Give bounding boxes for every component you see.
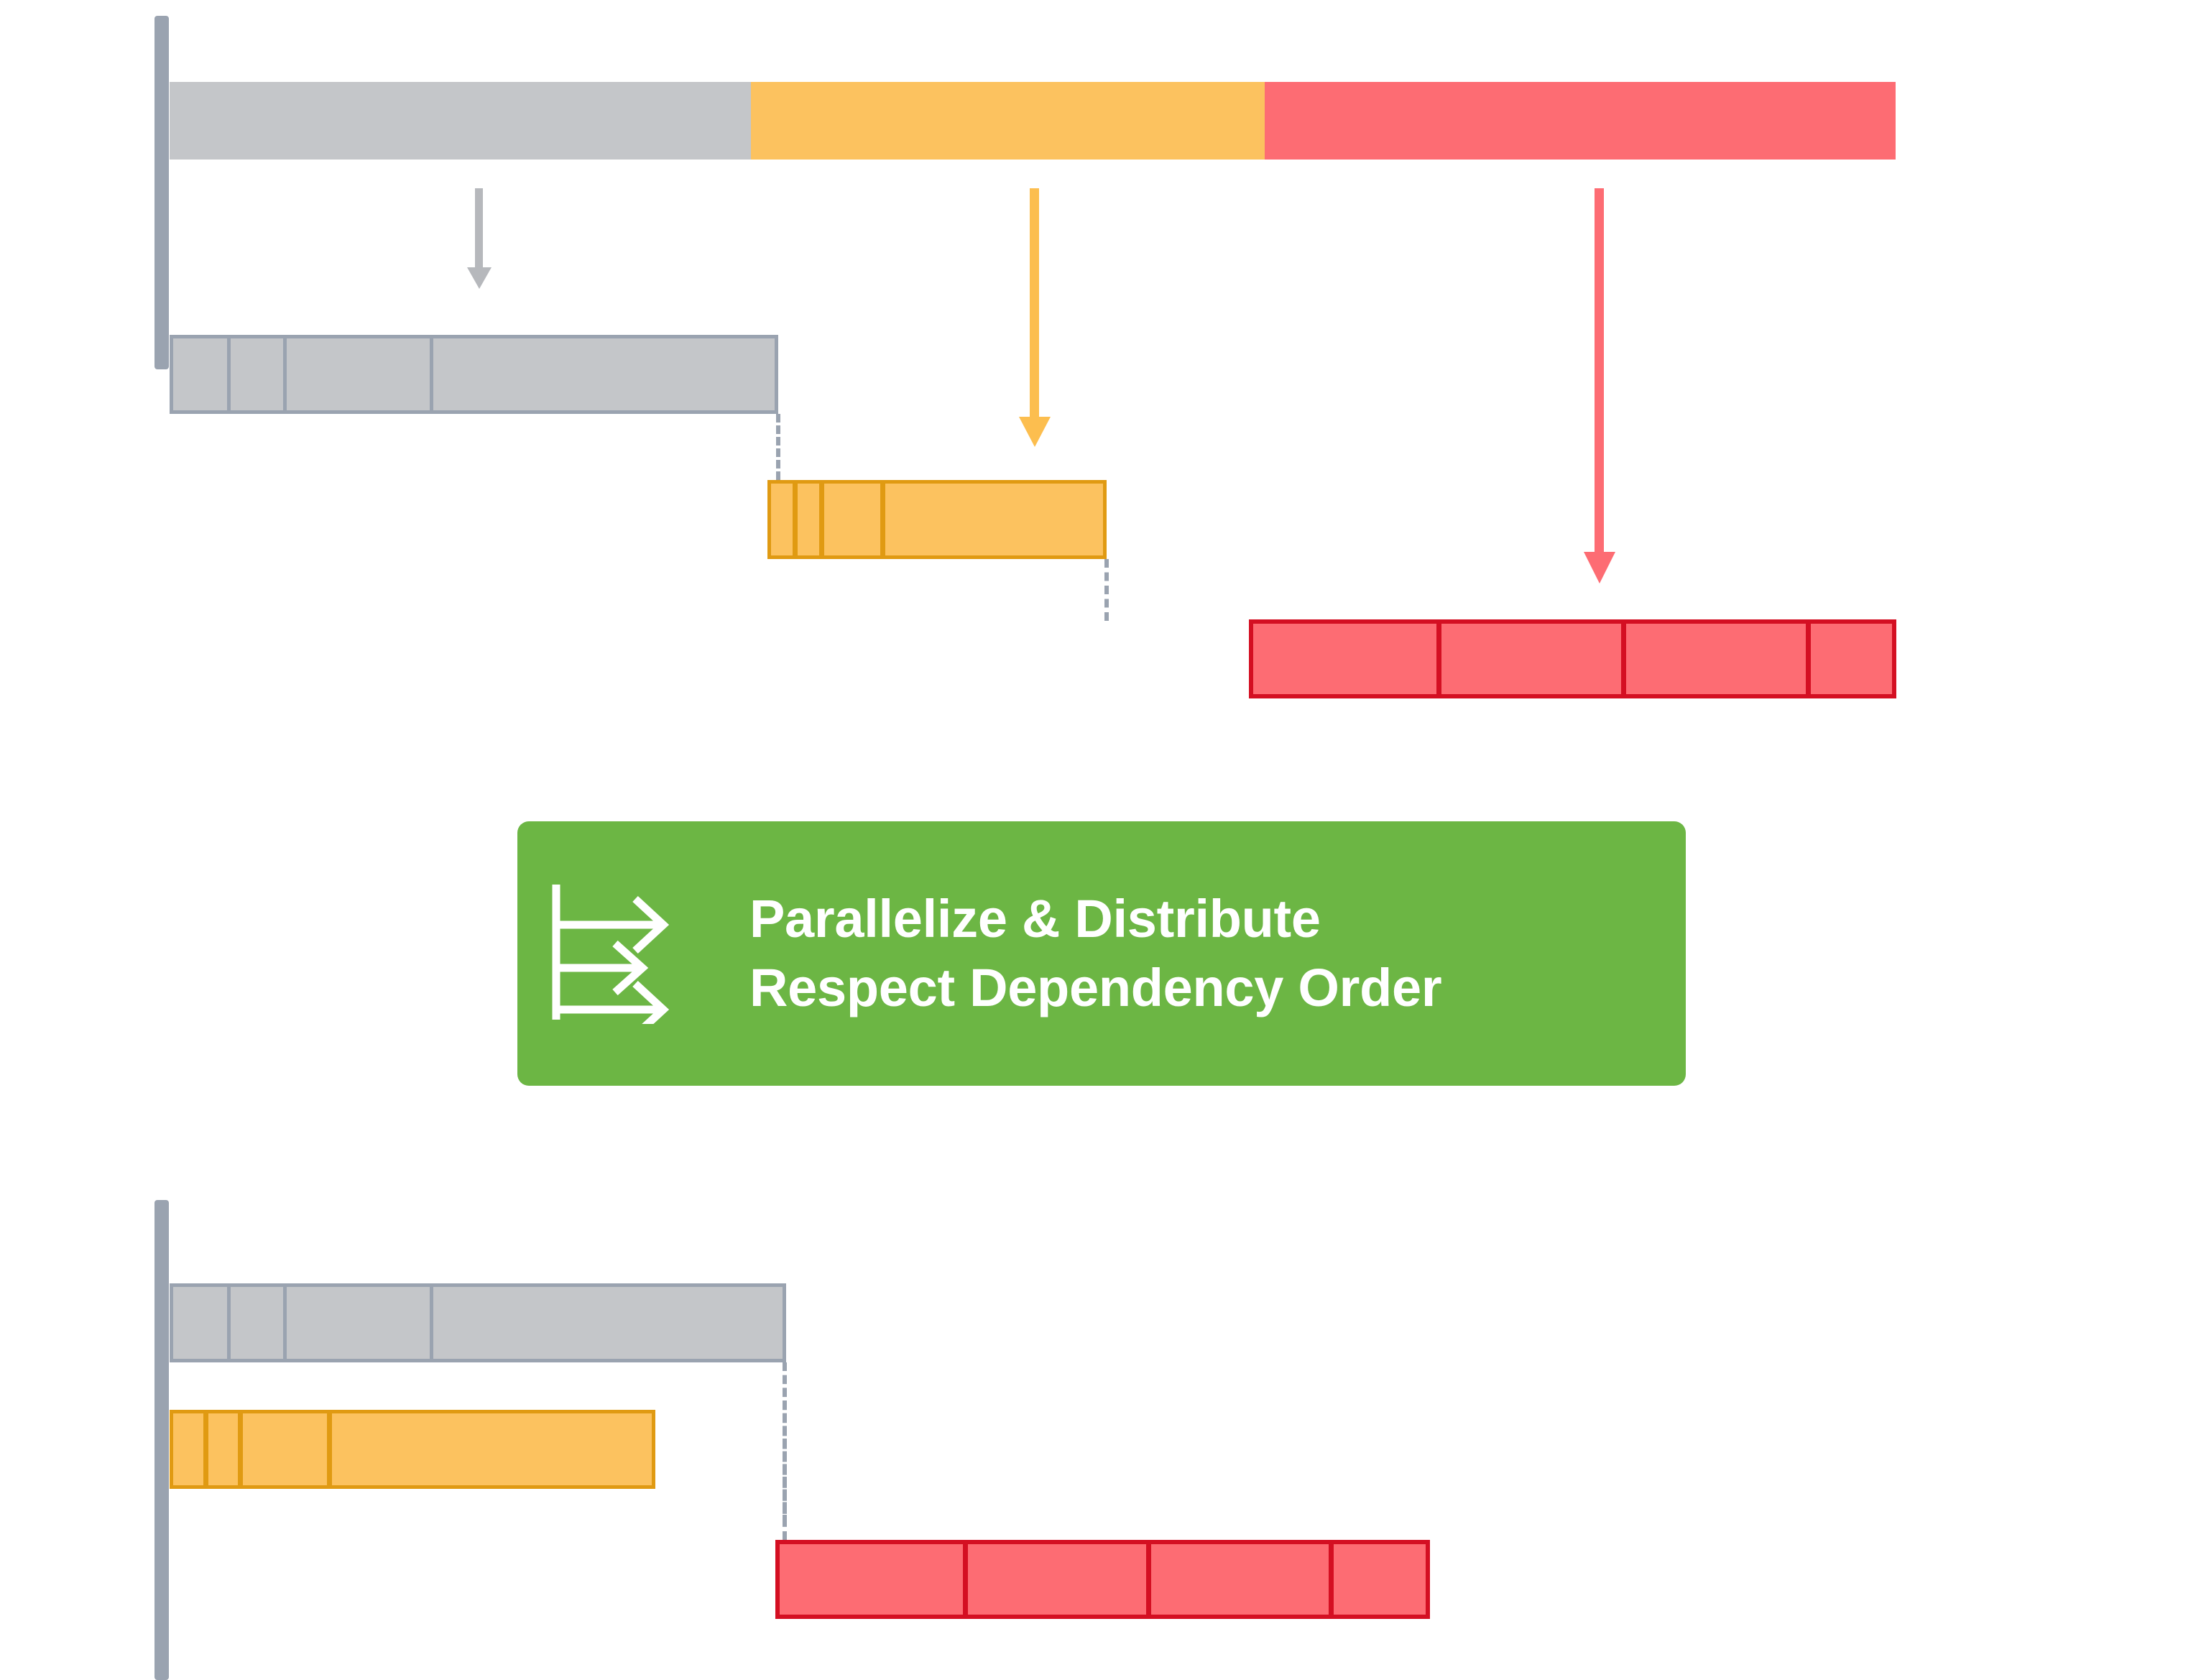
task-segment xyxy=(1806,624,1892,694)
red-task-row xyxy=(1249,619,1896,698)
task-segment xyxy=(1146,1544,1329,1615)
task-segment xyxy=(1621,624,1806,694)
gray-task-row-parallel xyxy=(170,1283,786,1362)
task-segment xyxy=(880,484,1103,555)
parallel-branch-arrows-icon xyxy=(550,880,705,1038)
task-segment xyxy=(1436,624,1621,694)
task-segment xyxy=(793,484,819,555)
stacked-segment-red xyxy=(1265,82,1896,160)
orange-task-row-parallel xyxy=(170,1410,655,1489)
task-segment xyxy=(1329,1544,1426,1615)
task-segment xyxy=(819,484,880,555)
gray-task-row xyxy=(170,335,778,414)
task-segment xyxy=(327,1413,652,1485)
task-segment xyxy=(1253,624,1436,694)
callout-line-1: Parallelize & Distribute xyxy=(749,888,1321,949)
stacked-segment-orange xyxy=(751,82,1265,160)
stacked-segment-gray xyxy=(170,82,751,160)
callout-line-2: Respect Dependency Order xyxy=(749,958,1442,1017)
gray-down-arrow xyxy=(467,188,492,289)
task-segment xyxy=(963,1544,1146,1615)
red-down-arrow xyxy=(1584,188,1615,583)
task-segment xyxy=(430,1287,783,1359)
orange-down-arrow xyxy=(1019,188,1051,447)
task-segment xyxy=(227,338,283,410)
task-segment xyxy=(203,1413,238,1485)
task-segment xyxy=(771,484,793,555)
task-segment xyxy=(227,1287,283,1359)
bottom-timeline-axis xyxy=(154,1200,169,1680)
red-task-row-parallel xyxy=(775,1540,1430,1619)
task-segment xyxy=(173,1287,227,1359)
task-segment xyxy=(173,338,227,410)
task-segment xyxy=(283,1287,430,1359)
callout-text-block: Parallelize & Distribute Respect Depende… xyxy=(749,885,1442,1023)
task-segment xyxy=(238,1413,327,1485)
task-segment xyxy=(430,338,775,410)
task-segment xyxy=(283,338,430,410)
stacked-duration-bar xyxy=(170,82,1896,160)
task-segment xyxy=(173,1413,203,1485)
orange-to-red-dash xyxy=(1104,559,1109,621)
gray-to-orange-dash xyxy=(776,414,780,480)
task-segment xyxy=(780,1544,963,1615)
top-timeline-axis xyxy=(154,16,169,369)
red-start-dash xyxy=(783,1362,787,1540)
parallelize-callout[interactable]: Parallelize & Distribute Respect Depende… xyxy=(517,821,1686,1086)
orange-task-row xyxy=(767,480,1107,559)
